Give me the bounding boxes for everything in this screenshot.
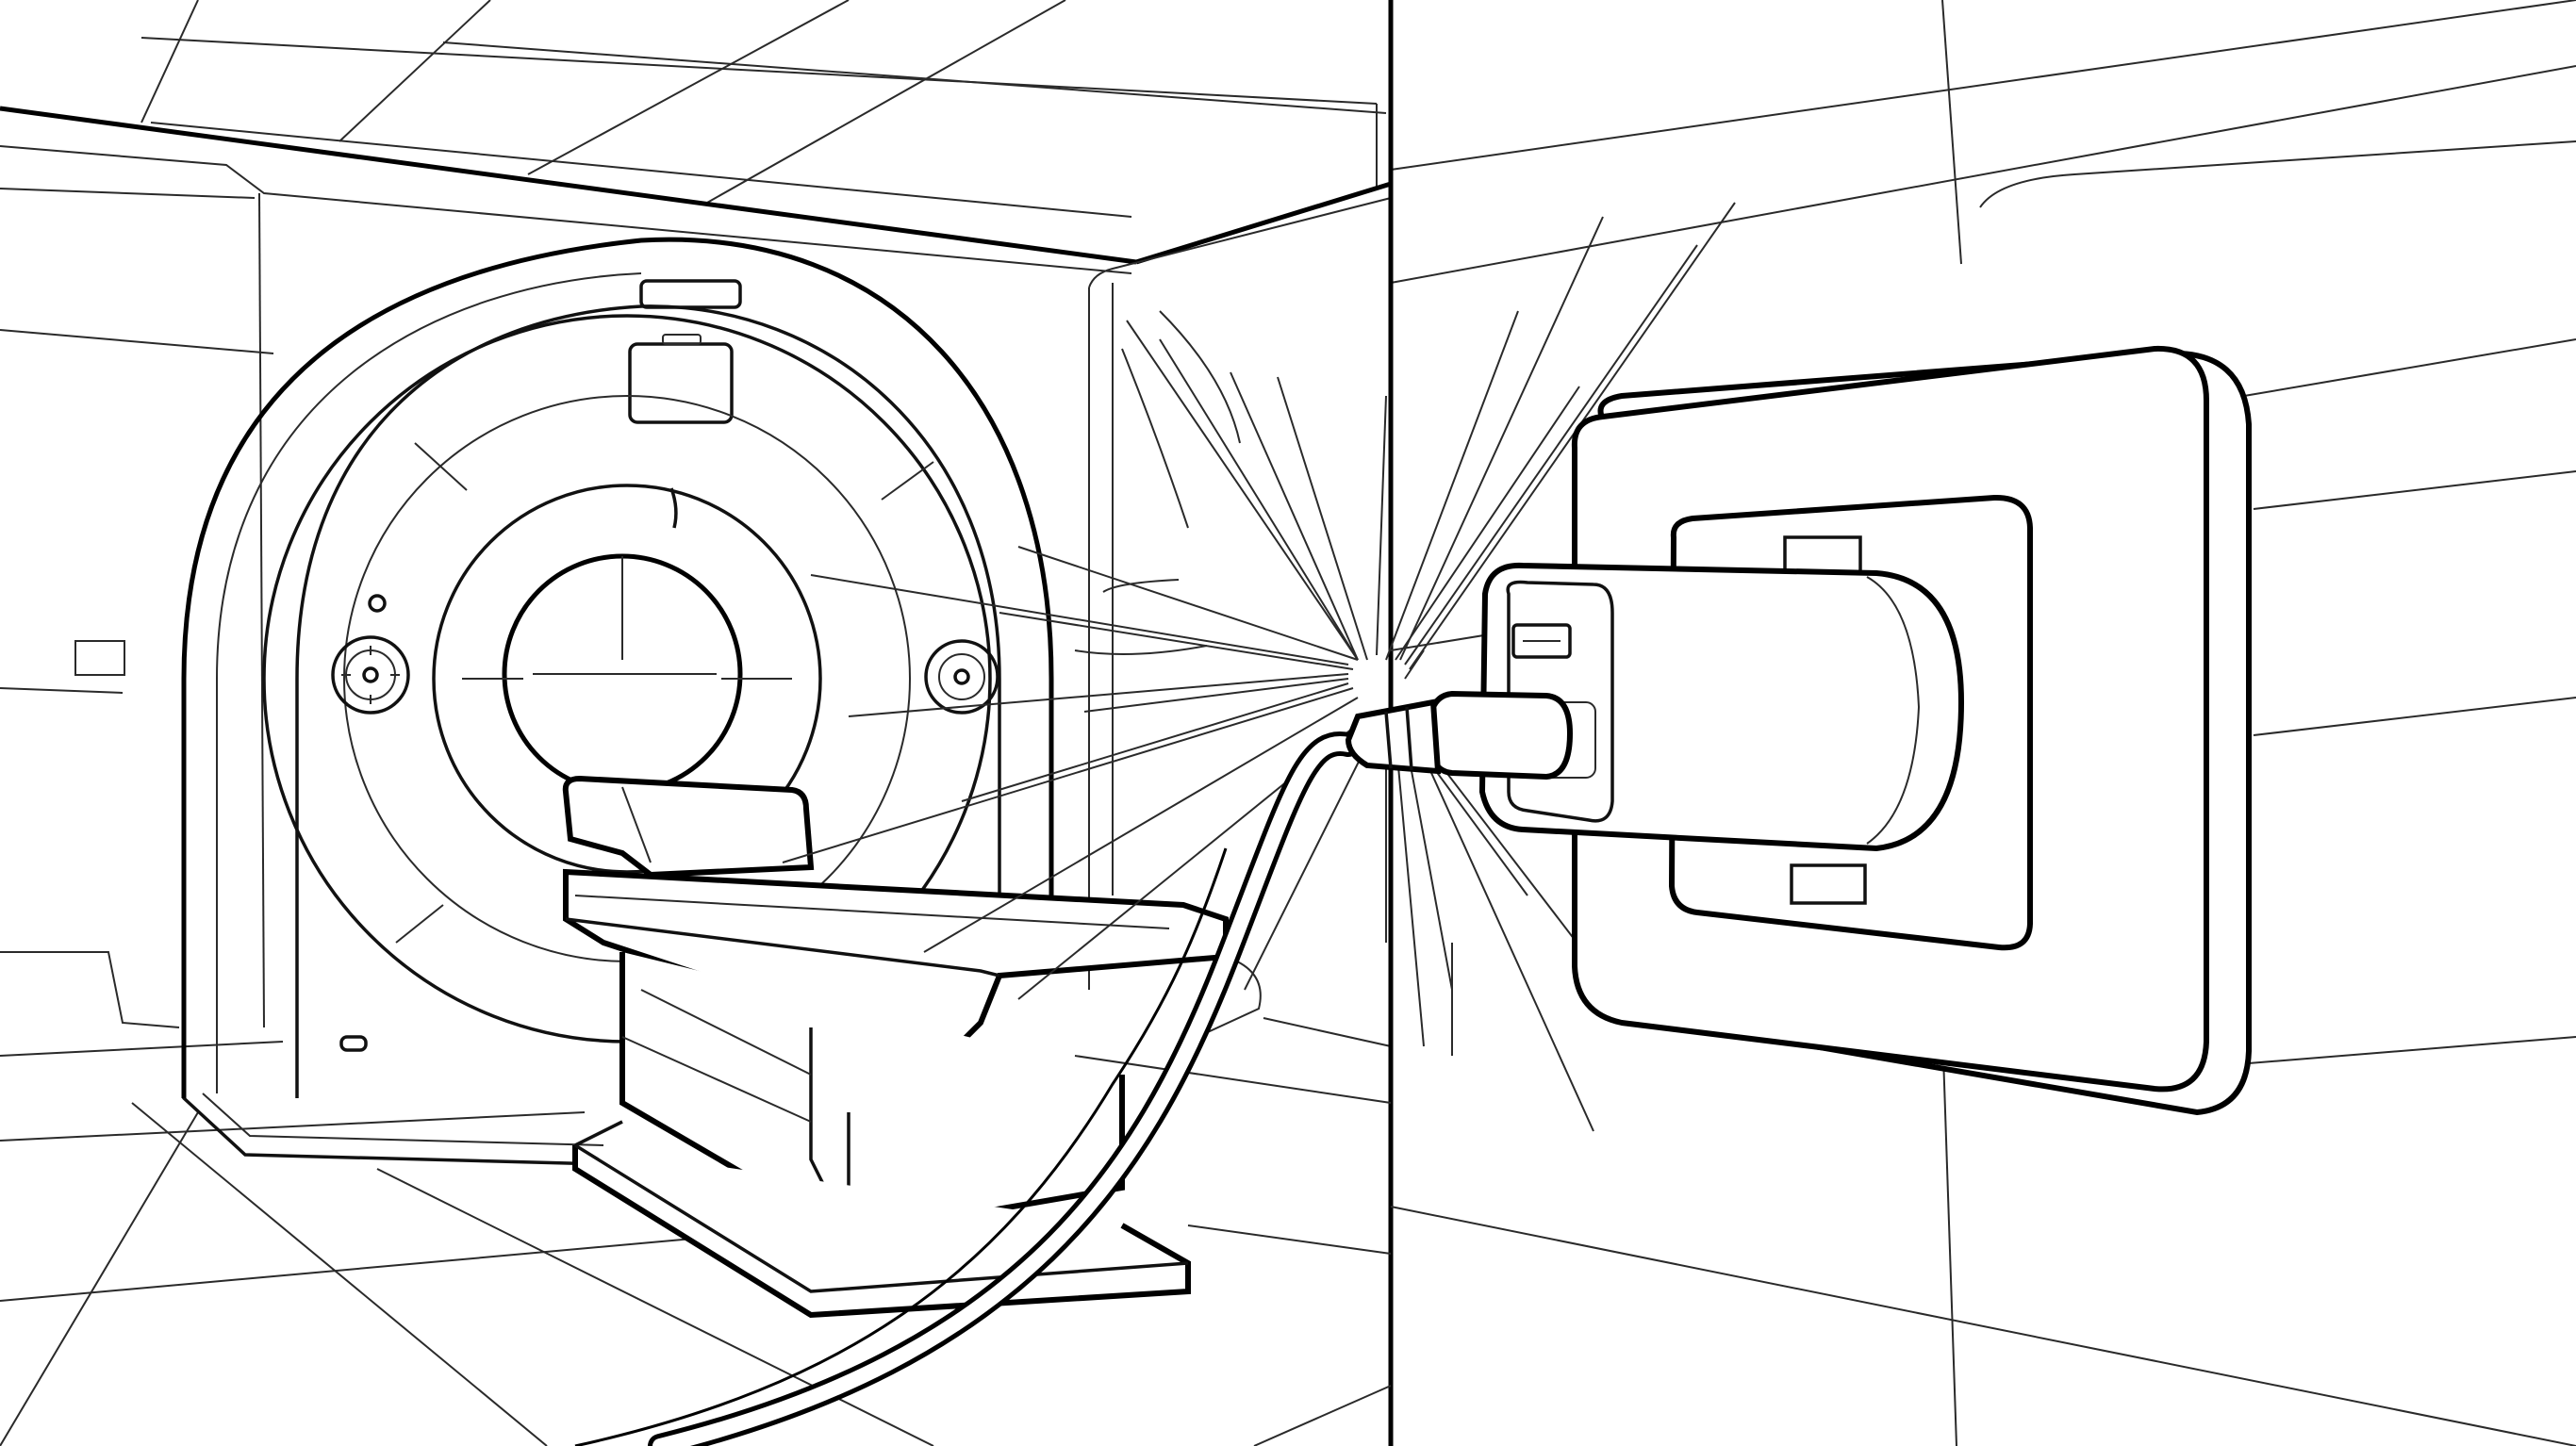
table-base-plate-top bbox=[574, 1120, 1189, 1293]
scanner-top-slot bbox=[639, 279, 742, 309]
plug-usb-port bbox=[1511, 623, 1572, 659]
cable-left-strand bbox=[574, 847, 1228, 1446]
back-wall-beam bbox=[0, 106, 1392, 274]
headrest-fold bbox=[621, 786, 652, 863]
plug-front-face bbox=[1506, 580, 1614, 823]
table-pedestal-face bbox=[621, 989, 812, 1123]
table-top-rim bbox=[565, 917, 1000, 978]
patient-table bbox=[562, 775, 1262, 1319]
scanner-face-lines bbox=[395, 442, 934, 944]
scanner-bore-top-mark bbox=[669, 487, 678, 529]
scanner-status-light bbox=[368, 594, 387, 613]
right-wall-panels bbox=[1390, 338, 2576, 1446]
table-headrest bbox=[562, 775, 815, 879]
plug-ridge bbox=[1866, 576, 1921, 845]
wall-outlet bbox=[1345, 345, 2252, 1116]
ceiling-grid bbox=[140, 0, 2576, 284]
plug-neck bbox=[1425, 690, 1574, 781]
scanner-face-ring bbox=[432, 484, 822, 874]
plug-strain-rings bbox=[1384, 706, 1413, 771]
outlet-lower-slot bbox=[1790, 863, 1867, 905]
scanner-left-control bbox=[331, 635, 410, 715]
power-cable bbox=[574, 731, 1361, 1446]
scanner-housing-side-edge bbox=[216, 272, 642, 1093]
plug-strain-relief bbox=[1345, 698, 1442, 775]
scanner-display-indicator bbox=[662, 334, 702, 345]
scanner-lower-indicator bbox=[339, 1035, 368, 1052]
floor-tiles bbox=[0, 1041, 1392, 1446]
scanner-base-top bbox=[202, 1093, 604, 1146]
scanner-right-control bbox=[924, 639, 999, 715]
table-top-edge bbox=[574, 895, 1170, 929]
scanner-housing bbox=[181, 237, 1054, 1098]
back-wall-cabinet bbox=[1088, 197, 1392, 1047]
cable-inner bbox=[652, 735, 1356, 1446]
mri-scanner bbox=[181, 237, 1054, 1166]
scanner-bore-shadow bbox=[533, 556, 717, 675]
plug-body bbox=[1478, 562, 1965, 852]
left-wall-panels bbox=[0, 188, 274, 1028]
